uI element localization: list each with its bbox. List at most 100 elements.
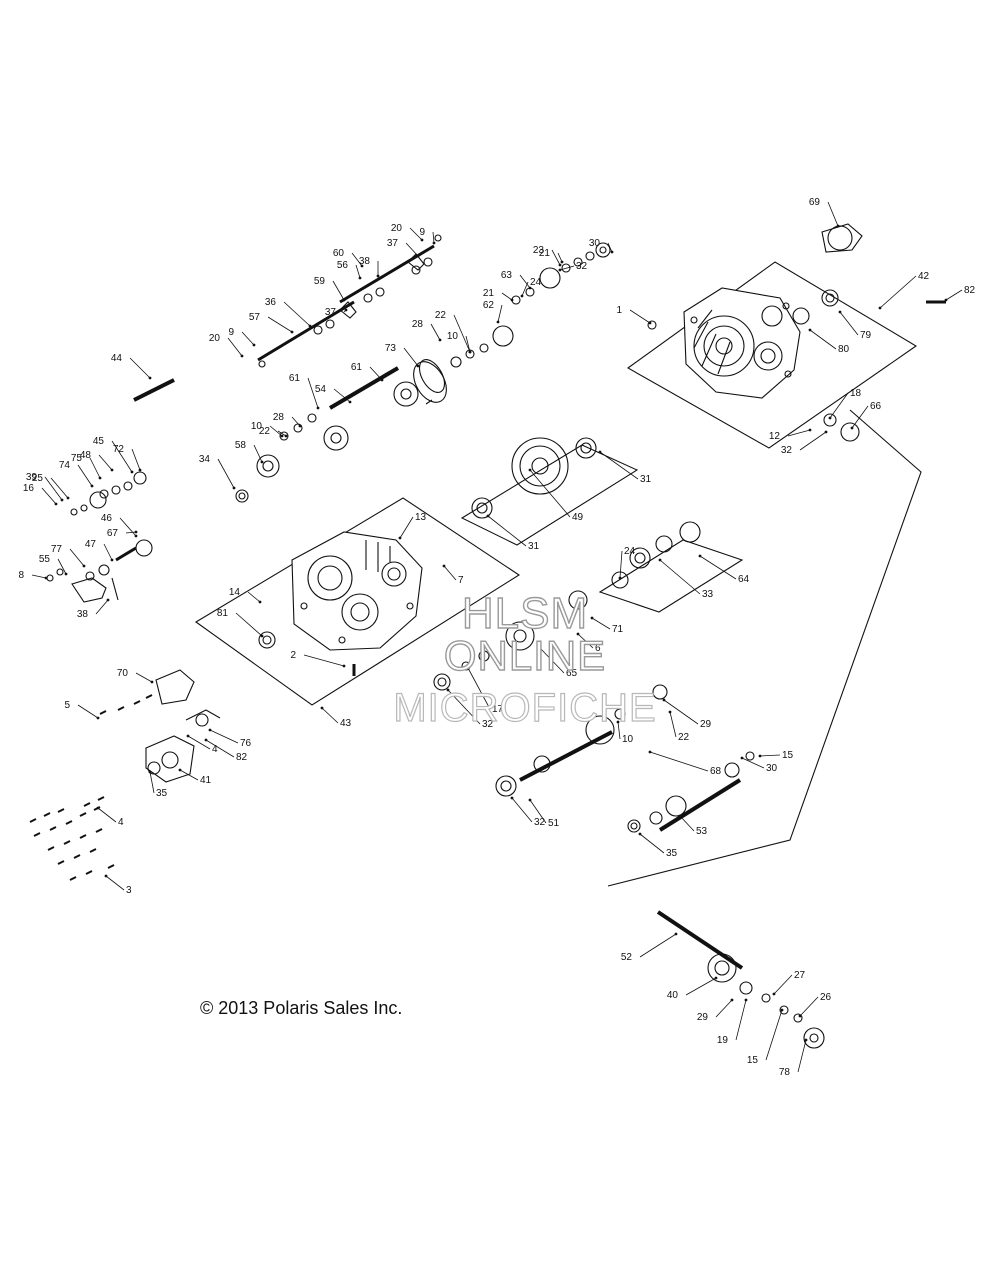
callout-leader bbox=[95, 599, 109, 615]
callout-number: 79 bbox=[860, 330, 872, 341]
callout-arrowhead bbox=[648, 321, 652, 325]
callout-arrowhead bbox=[106, 598, 110, 602]
callout-52: 52 bbox=[621, 932, 678, 963]
callout-leader bbox=[31, 574, 47, 579]
callout-15: 15 bbox=[747, 1008, 784, 1066]
callout-arrowhead bbox=[66, 496, 70, 500]
callout-37: 37 bbox=[325, 307, 348, 318]
callout-leader bbox=[945, 289, 963, 301]
callout-leader bbox=[333, 388, 351, 403]
callout-number: 6 bbox=[595, 643, 601, 654]
callout-number: 55 bbox=[39, 554, 51, 565]
callout-32: 32 bbox=[781, 430, 828, 456]
callout-number: 73 bbox=[385, 343, 397, 354]
callout-arrowhead bbox=[674, 932, 678, 936]
callout-arrowhead bbox=[668, 710, 672, 714]
callout-leader bbox=[447, 689, 481, 725]
callout-number: 30 bbox=[766, 763, 778, 774]
callout-8: 8 bbox=[18, 570, 48, 581]
callout-number: 72 bbox=[113, 444, 125, 455]
callout-leader bbox=[599, 451, 639, 480]
callout-leader bbox=[403, 347, 419, 367]
callout-82: 82 bbox=[204, 738, 248, 763]
callout-48: 48 bbox=[80, 450, 114, 472]
callout-arrowhead bbox=[610, 250, 614, 254]
callout-leader bbox=[291, 416, 301, 427]
callout-leader bbox=[125, 531, 137, 534]
callout-number: 28 bbox=[412, 319, 424, 330]
callout-17: 17 bbox=[466, 666, 504, 715]
callout-81: 81 bbox=[217, 608, 264, 638]
callout-arrowhead bbox=[60, 498, 64, 502]
callout-leader bbox=[399, 516, 414, 539]
callout-number: 10 bbox=[447, 331, 459, 342]
callout-arrowhead bbox=[110, 468, 114, 472]
callout-arrowhead bbox=[850, 426, 854, 430]
callout-number: 39 bbox=[26, 472, 38, 483]
input-shaft-frame bbox=[598, 539, 744, 613]
callout-number: 32 bbox=[534, 817, 546, 828]
callout-leader bbox=[679, 815, 695, 832]
callout-arrowhead bbox=[730, 998, 734, 1002]
callout-leader bbox=[432, 231, 435, 244]
callout-leader bbox=[639, 933, 677, 958]
callout-32: 32 bbox=[558, 261, 588, 272]
callout-number: 82 bbox=[964, 285, 976, 296]
callout-45: 45 bbox=[93, 436, 134, 474]
shaft-54 bbox=[658, 778, 742, 832]
callout-arrowhead bbox=[298, 424, 302, 428]
callout-arrowhead bbox=[398, 536, 402, 540]
callout-leader bbox=[629, 309, 651, 324]
callout-arrowhead bbox=[438, 338, 442, 342]
callout-arrowhead bbox=[360, 264, 364, 268]
callout-leader bbox=[235, 612, 263, 637]
callout-56: 56 bbox=[337, 260, 362, 280]
shaft-52 bbox=[519, 730, 613, 782]
shift-rail-58 bbox=[257, 300, 355, 362]
callout-70: 70 bbox=[117, 668, 154, 684]
shift-fork-left bbox=[339, 301, 357, 319]
callout-leader bbox=[135, 672, 153, 683]
callout-leader bbox=[617, 721, 621, 740]
callout-number: 20 bbox=[209, 333, 221, 344]
callout-number: 7 bbox=[458, 575, 464, 586]
callout-22: 22 bbox=[435, 310, 472, 354]
callout-65: 65 bbox=[538, 646, 578, 679]
watermark-line-3: MICROFICHE bbox=[393, 686, 657, 730]
callout-leader bbox=[77, 464, 93, 487]
callout-69: 69 bbox=[809, 197, 840, 228]
callout-number: 71 bbox=[612, 624, 624, 635]
callout-arrowhead bbox=[284, 434, 288, 438]
callout-leader bbox=[511, 797, 533, 823]
callout-arrowhead bbox=[358, 276, 362, 280]
shaft-45 bbox=[133, 378, 175, 402]
output-shaft-53 bbox=[656, 910, 744, 970]
callout-leader bbox=[57, 558, 67, 575]
callout-leader bbox=[89, 457, 101, 479]
callout-16: 16 bbox=[23, 483, 58, 506]
callout-arrowhead bbox=[558, 268, 562, 272]
callout-22: 22 bbox=[259, 426, 288, 438]
callout-60: 60 bbox=[333, 248, 364, 268]
callout-41: 41 bbox=[178, 768, 212, 786]
callout-number: 12 bbox=[769, 431, 781, 442]
callout-number: 21 bbox=[539, 248, 551, 259]
callout-46: 46 bbox=[101, 513, 138, 538]
callout-28: 28 bbox=[412, 319, 442, 342]
callout-arrowhead bbox=[496, 320, 500, 324]
callout-leader bbox=[430, 323, 441, 341]
callout-63: 63 bbox=[501, 270, 532, 290]
callout-leader bbox=[44, 476, 63, 501]
callout-arrowhead bbox=[486, 514, 490, 518]
callout-arrowhead bbox=[380, 378, 384, 382]
callout-leader bbox=[253, 444, 263, 463]
callout-number: 19 bbox=[717, 1035, 729, 1046]
callout-15: 15 bbox=[758, 750, 794, 761]
callout-arrowhead bbox=[260, 460, 264, 464]
callout-leader bbox=[119, 517, 137, 537]
callout-number: 20 bbox=[391, 223, 403, 234]
callout-number: 56 bbox=[337, 260, 349, 271]
callout-arrowhead bbox=[64, 572, 68, 576]
callout-arrowhead bbox=[528, 468, 532, 472]
callout-arrowhead bbox=[758, 754, 762, 758]
